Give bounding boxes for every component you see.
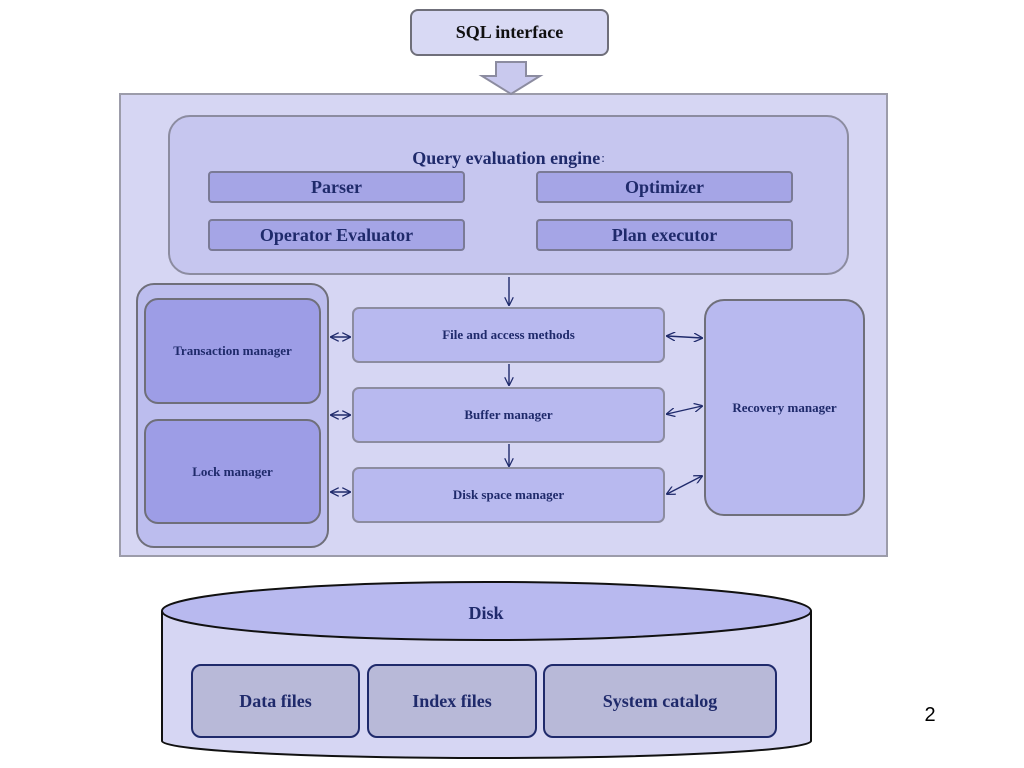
qee-title-text: Query evaluation engine <box>412 147 601 168</box>
file-access-methods-label: File and access methods <box>442 327 575 342</box>
data-files-box: Data files <box>191 664 360 738</box>
buffer-manager-label: Buffer manager <box>464 407 553 422</box>
system-catalog-box: System catalog <box>543 664 777 738</box>
recovery-manager-label: Recovery manager <box>732 399 837 415</box>
operator-evaluator-box: Operator Evaluator <box>208 219 465 251</box>
optimizer-box: Optimizer <box>536 171 793 203</box>
sql-down-arrow <box>478 61 544 96</box>
disk-space-manager-label: Disk space manager <box>452 487 565 502</box>
query-evaluation-engine-title: Query evaluation engine: <box>168 146 849 170</box>
index-files-label: Index files <box>412 690 492 711</box>
disk-space-manager-box: Disk space manager <box>352 467 665 523</box>
disk-label-text: Disk <box>468 602 504 623</box>
sql-interface-box: SQL interface <box>410 9 609 56</box>
parser-label: Parser <box>311 176 362 197</box>
page-number: 2 <box>924 704 936 726</box>
data-files-label: Data files <box>239 690 312 711</box>
qee-title-suffix: : <box>601 150 605 165</box>
arrow-file-recovery <box>667 336 702 338</box>
file-access-methods-box: File and access methods <box>352 307 665 363</box>
lock-manager-label: Lock manager <box>192 463 273 479</box>
operator-evaluator-label: Operator Evaluator <box>259 224 414 245</box>
disk-label: Disk <box>400 600 572 626</box>
optimizer-label: Optimizer <box>625 176 704 197</box>
plan-executor-box: Plan executor <box>536 219 793 251</box>
arrow-disk-recovery <box>667 476 702 494</box>
transaction-manager-box: Transaction manager <box>144 298 321 404</box>
buffer-manager-box: Buffer manager <box>352 387 665 443</box>
plan-executor-label: Plan executor <box>611 224 718 245</box>
arrow-buffer-recovery <box>667 406 702 414</box>
sql-interface-label: SQL interface <box>455 22 564 42</box>
lock-manager-box: Lock manager <box>144 419 321 524</box>
recovery-manager-box: Recovery manager <box>704 299 865 516</box>
parser-box: Parser <box>208 171 465 203</box>
index-files-box: Index files <box>367 664 537 738</box>
transaction-manager-label: Transaction manager <box>173 343 292 358</box>
system-catalog-label: System catalog <box>602 690 718 711</box>
